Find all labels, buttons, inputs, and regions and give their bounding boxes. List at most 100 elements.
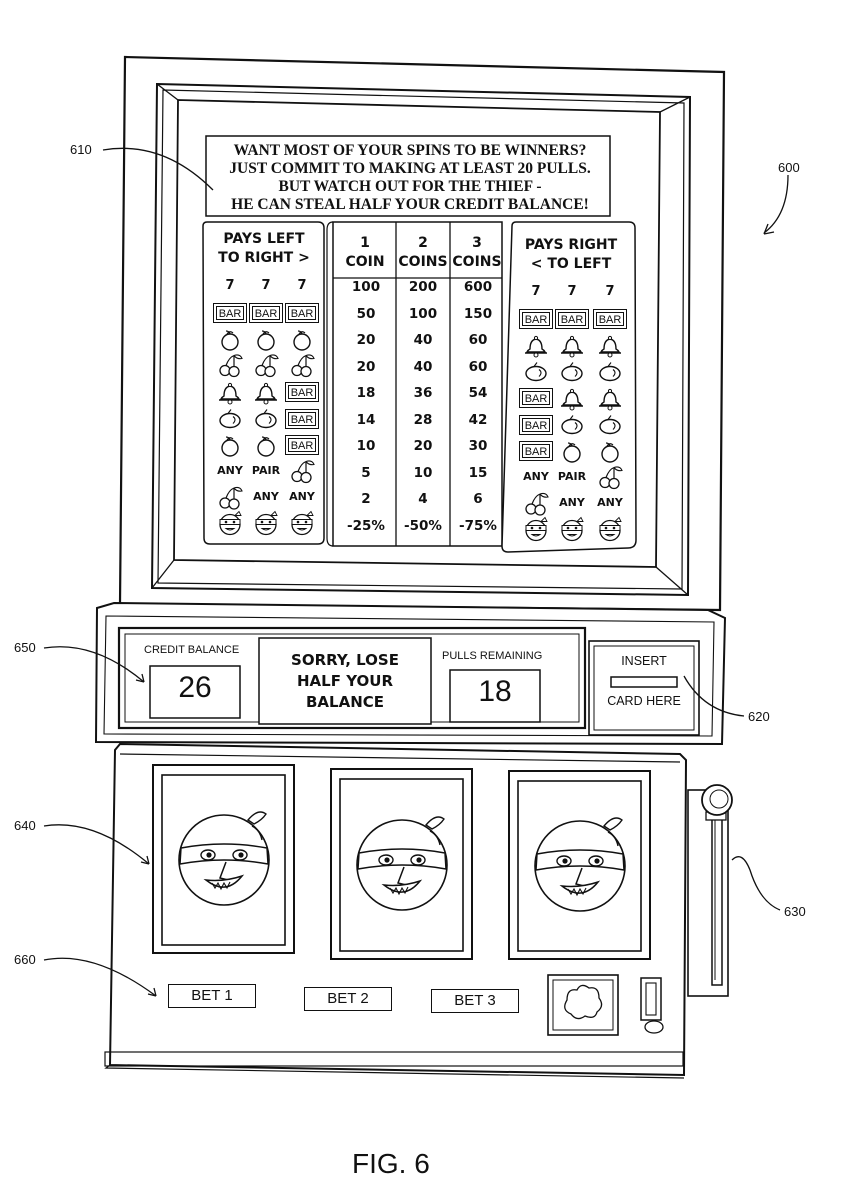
bar-symbol: BAR bbox=[285, 382, 319, 402]
bar-symbol: BAR bbox=[519, 388, 553, 408]
seven-symbol: 7 bbox=[567, 284, 577, 299]
marquee-line: JUST COMMIT TO MAKING AT LEAST 20 PULLS. bbox=[229, 160, 591, 177]
payout-value: 50 bbox=[356, 305, 376, 322]
pulls-remaining-value: 18 bbox=[478, 675, 512, 708]
payout-value: -25% bbox=[347, 517, 385, 534]
payout-value: -75% bbox=[459, 517, 497, 534]
payout-value: 20 bbox=[356, 358, 376, 375]
any-pair-label: ANY bbox=[523, 469, 549, 483]
bar-symbol-label: BAR bbox=[216, 305, 244, 320]
payout-value: 5 bbox=[361, 464, 371, 481]
coin-heading-number: 2 bbox=[418, 235, 428, 251]
bar-symbol-label: BAR bbox=[522, 444, 550, 458]
bar-symbol-label: BAR bbox=[288, 411, 316, 426]
figure-label: FIG. 6 bbox=[352, 1148, 430, 1179]
ref-630: 630 bbox=[784, 904, 806, 919]
bar-symbol: BAR bbox=[519, 308, 553, 329]
seven-symbol: 7 bbox=[261, 278, 271, 293]
payout-value: 4 bbox=[418, 491, 428, 507]
payout-value: 30 bbox=[468, 438, 488, 454]
bar-symbol-label: BAR bbox=[288, 305, 316, 320]
bar-symbol-label: BAR bbox=[522, 311, 550, 326]
ref-620: 620 bbox=[748, 709, 770, 724]
payout-value: 2 bbox=[361, 491, 371, 507]
bar-symbol: BAR bbox=[519, 441, 553, 461]
bar-symbol-label: BAR bbox=[522, 391, 550, 405]
any-pair-label: ANY bbox=[217, 463, 243, 477]
pull-handle[interactable] bbox=[687, 784, 733, 997]
bet-1-button[interactable]: BET 1 bbox=[168, 984, 256, 1008]
payout-value: 42 bbox=[468, 411, 488, 428]
payout-value: 15 bbox=[468, 464, 488, 481]
coin-slot[interactable] bbox=[640, 977, 664, 1034]
payout-value: 600 bbox=[463, 279, 493, 295]
card-slot[interactable] bbox=[610, 676, 678, 688]
display-panel bbox=[94, 601, 727, 746]
coin-tray bbox=[547, 974, 619, 1036]
any-pair-label: ANY bbox=[597, 496, 623, 509]
seven-symbol: 7 bbox=[531, 284, 541, 299]
status-line: BALANCE bbox=[305, 693, 385, 711]
payout-value: 40 bbox=[413, 332, 433, 348]
pulls-remaining-label: PULLS REMAINING bbox=[442, 650, 543, 662]
bar-symbol: BAR bbox=[249, 302, 283, 323]
ref-640: 640 bbox=[14, 818, 36, 833]
coin-heading-number: 3 bbox=[472, 235, 482, 251]
left-heading-line: PAYS LEFT bbox=[223, 231, 305, 247]
payout-value: 28 bbox=[413, 411, 433, 428]
payout-value: 18 bbox=[356, 385, 376, 401]
ref-660: 660 bbox=[14, 952, 36, 967]
payout-value: 100 bbox=[351, 279, 381, 295]
coin-heading-word: COINS bbox=[452, 254, 502, 270]
seven-symbol: 7 bbox=[297, 278, 307, 293]
ref-610: 610 bbox=[70, 142, 92, 157]
left-heading: PAYS LEFT TO RIGHT > bbox=[204, 230, 324, 268]
status-line: HALF YOUR bbox=[297, 672, 393, 690]
credit-balance-value: 26 bbox=[178, 671, 212, 704]
ref-600: 600 bbox=[778, 160, 800, 175]
payout-value: 20 bbox=[356, 332, 376, 348]
payout-value: -50% bbox=[404, 517, 442, 534]
seven-symbol: 7 bbox=[605, 284, 615, 299]
payout-value: 10 bbox=[356, 438, 376, 454]
bar-symbol: BAR bbox=[213, 302, 247, 323]
bar-symbol-label: BAR bbox=[522, 417, 550, 432]
bar-symbol: BAR bbox=[555, 308, 589, 329]
card-here-label: CARD HERE bbox=[607, 694, 681, 708]
coin-heading-word: COINS bbox=[398, 254, 448, 270]
card-insert-label: INSERT bbox=[621, 654, 667, 668]
payout-value: 20 bbox=[413, 438, 433, 454]
status-line: SORRY, LOSE bbox=[291, 651, 399, 669]
payout-value: 14 bbox=[356, 411, 376, 428]
payout-value: 60 bbox=[468, 332, 488, 348]
right-heading-line: PAYS RIGHT bbox=[524, 237, 618, 253]
any-pair-label: ANY bbox=[289, 490, 315, 503]
bar-symbol: BAR bbox=[285, 435, 319, 455]
right-heading-line: < TO LEFT bbox=[530, 256, 612, 272]
payout-value: 54 bbox=[468, 385, 488, 401]
marquee-line: WANT MOST OF YOUR SPINS TO BE WINNERS? bbox=[233, 142, 587, 159]
any-pair-label: PAIR bbox=[557, 469, 587, 483]
coin-heading-1: 1 COIN bbox=[336, 234, 394, 272]
ref-650: 650 bbox=[14, 640, 36, 655]
payout-value: 36 bbox=[413, 385, 433, 401]
marquee-line: BUT WATCH OUT FOR THE THIEF - bbox=[278, 178, 542, 195]
marquee-message-box bbox=[205, 135, 611, 217]
payout-value: 100 bbox=[408, 305, 438, 322]
marquee-line: HE CAN STEAL HALF YOUR CREDIT BALANCE! bbox=[231, 196, 589, 213]
payout-value: 6 bbox=[473, 491, 483, 507]
marquee-message: WANT MOST OF YOUR SPINS TO BE WINNERS? J… bbox=[210, 142, 610, 214]
payout-value: 40 bbox=[413, 358, 433, 375]
left-heading-line: TO RIGHT > bbox=[218, 250, 310, 266]
coin-heading-number: 1 bbox=[360, 235, 370, 251]
coin-heading-2: 2 COINS bbox=[395, 234, 451, 272]
payout-value: 60 bbox=[468, 358, 488, 375]
any-pair-label: PAIR bbox=[251, 463, 281, 477]
bar-symbol-label: BAR bbox=[252, 305, 280, 320]
payout-value: 10 bbox=[413, 464, 433, 481]
any-pair-label: ANY bbox=[559, 496, 585, 509]
bet-2-button[interactable]: BET 2 bbox=[304, 987, 392, 1011]
bet-3-button[interactable]: BET 3 bbox=[431, 989, 519, 1013]
payout-value: 150 bbox=[463, 305, 493, 322]
bar-symbol: BAR bbox=[285, 302, 319, 323]
